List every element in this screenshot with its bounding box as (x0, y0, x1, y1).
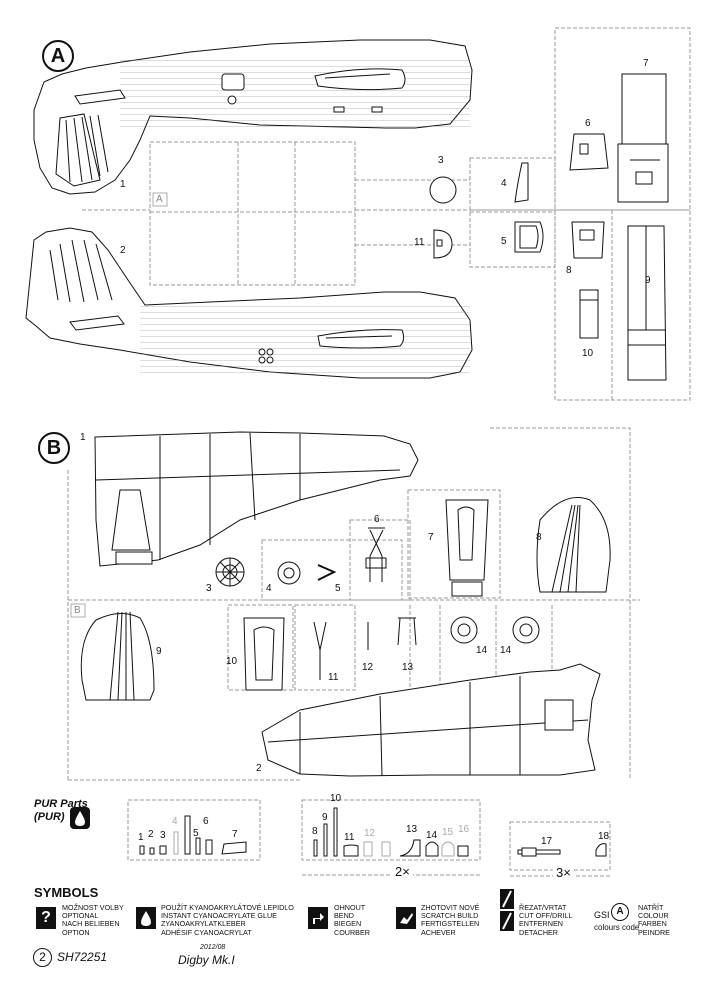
sprue-frame-a (82, 27, 691, 401)
pur-num-7: 7 (232, 829, 238, 840)
section-a-badge: A (42, 40, 74, 72)
pur-num-8: 8 (312, 826, 318, 837)
symbols-title: SYMBOLS (34, 885, 99, 900)
part-number-b-12: 12 (362, 662, 374, 673)
part-number-a-7: 7 (643, 58, 649, 69)
part-number-b-8: 8 (536, 532, 542, 543)
part-number-b-11: 11 (328, 672, 339, 683)
part-number-b-6: 6 (374, 514, 380, 525)
part-number-b-10: 10 (226, 656, 238, 667)
pur-num-10: 10 (330, 793, 342, 804)
part-number-b-5: 5 (335, 583, 341, 594)
scratch-build-icon (396, 907, 416, 929)
sprue-frame-b (67, 427, 640, 781)
pur-num-13: 13 (406, 824, 418, 835)
pur-subtitle: (PUR) (34, 811, 65, 823)
part-number-b-1: 1 (80, 432, 86, 443)
pur-num-11: 11 (344, 832, 355, 843)
wing-1 (94, 431, 419, 567)
pur-num-14: 14 (426, 830, 438, 841)
part-number-a-2: 2 (120, 245, 126, 256)
wing-2 (261, 663, 601, 777)
part-number-a-1: 1 (120, 179, 126, 190)
parts-a-small (429, 73, 669, 381)
parts-b-small (80, 497, 611, 701)
pur-group2-multiplier: 2× (392, 864, 413, 879)
part-number-b-4: 4 (266, 583, 272, 594)
pur-num-2: 2 (148, 829, 154, 840)
pur-num-16: 16 (458, 824, 470, 835)
fuselage-half-1 (33, 39, 473, 195)
part-number-b-3: 3 (206, 583, 212, 594)
cut-off-icon (500, 889, 514, 933)
pur-num-1: 1 (138, 832, 144, 843)
gsi-colour-badge: A (611, 903, 629, 921)
frame-label-b: B (74, 605, 81, 616)
pur-num-3: 3 (160, 830, 166, 841)
pur-num-12: 12 (364, 828, 376, 839)
gsi-label: GSI (594, 910, 610, 920)
pur-num-6: 6 (203, 816, 209, 827)
frame-label-a: A (156, 194, 163, 205)
release-date: 2012/08 (200, 944, 226, 951)
part-number-b-14b: 14 (500, 645, 512, 656)
glue-drop-icon (136, 907, 156, 929)
part-number-a-3: 3 (438, 155, 444, 166)
frame-label-a-box (152, 192, 168, 207)
fuselage-half-2 (25, 227, 473, 379)
page-number-badge: 2 (33, 948, 52, 967)
section-b-badge: B (38, 432, 70, 464)
gsi-caption: colours code (594, 923, 640, 932)
part-number-a-10: 10 (582, 348, 594, 359)
part-number-b-2: 2 (256, 763, 262, 774)
pur-drawings (139, 807, 607, 857)
pur-num-18: 18 (598, 831, 610, 842)
pur-num-17: 17 (541, 836, 553, 847)
kit-code: SH72251 (57, 950, 108, 964)
part-number-a-6: 6 (585, 118, 591, 129)
part-number-a-11: 11 (414, 237, 425, 248)
pur-num-15: 15 (442, 827, 454, 838)
part-number-b-7: 7 (428, 532, 434, 543)
pur-glue-drop-icon (70, 807, 90, 829)
frame-label-b-box (70, 603, 86, 618)
bend-icon (308, 907, 328, 929)
pur-num-4: 4 (172, 816, 178, 827)
question-icon: ? (36, 907, 56, 929)
part-number-a-8: 8 (566, 265, 572, 276)
part-number-a-4: 4 (501, 178, 507, 189)
pur-num-9: 9 (322, 812, 328, 823)
part-number-a-5: 5 (501, 236, 507, 247)
part-number-a-9: 9 (645, 275, 651, 286)
model-name: Digby Mk.I (178, 953, 235, 967)
pur-group3-multiplier: 3× (553, 865, 574, 880)
part-number-b-14a: 14 (476, 645, 488, 656)
part-number-b-13: 13 (402, 662, 414, 673)
pur-num-5: 5 (193, 828, 199, 839)
part-number-b-9: 9 (156, 646, 162, 657)
